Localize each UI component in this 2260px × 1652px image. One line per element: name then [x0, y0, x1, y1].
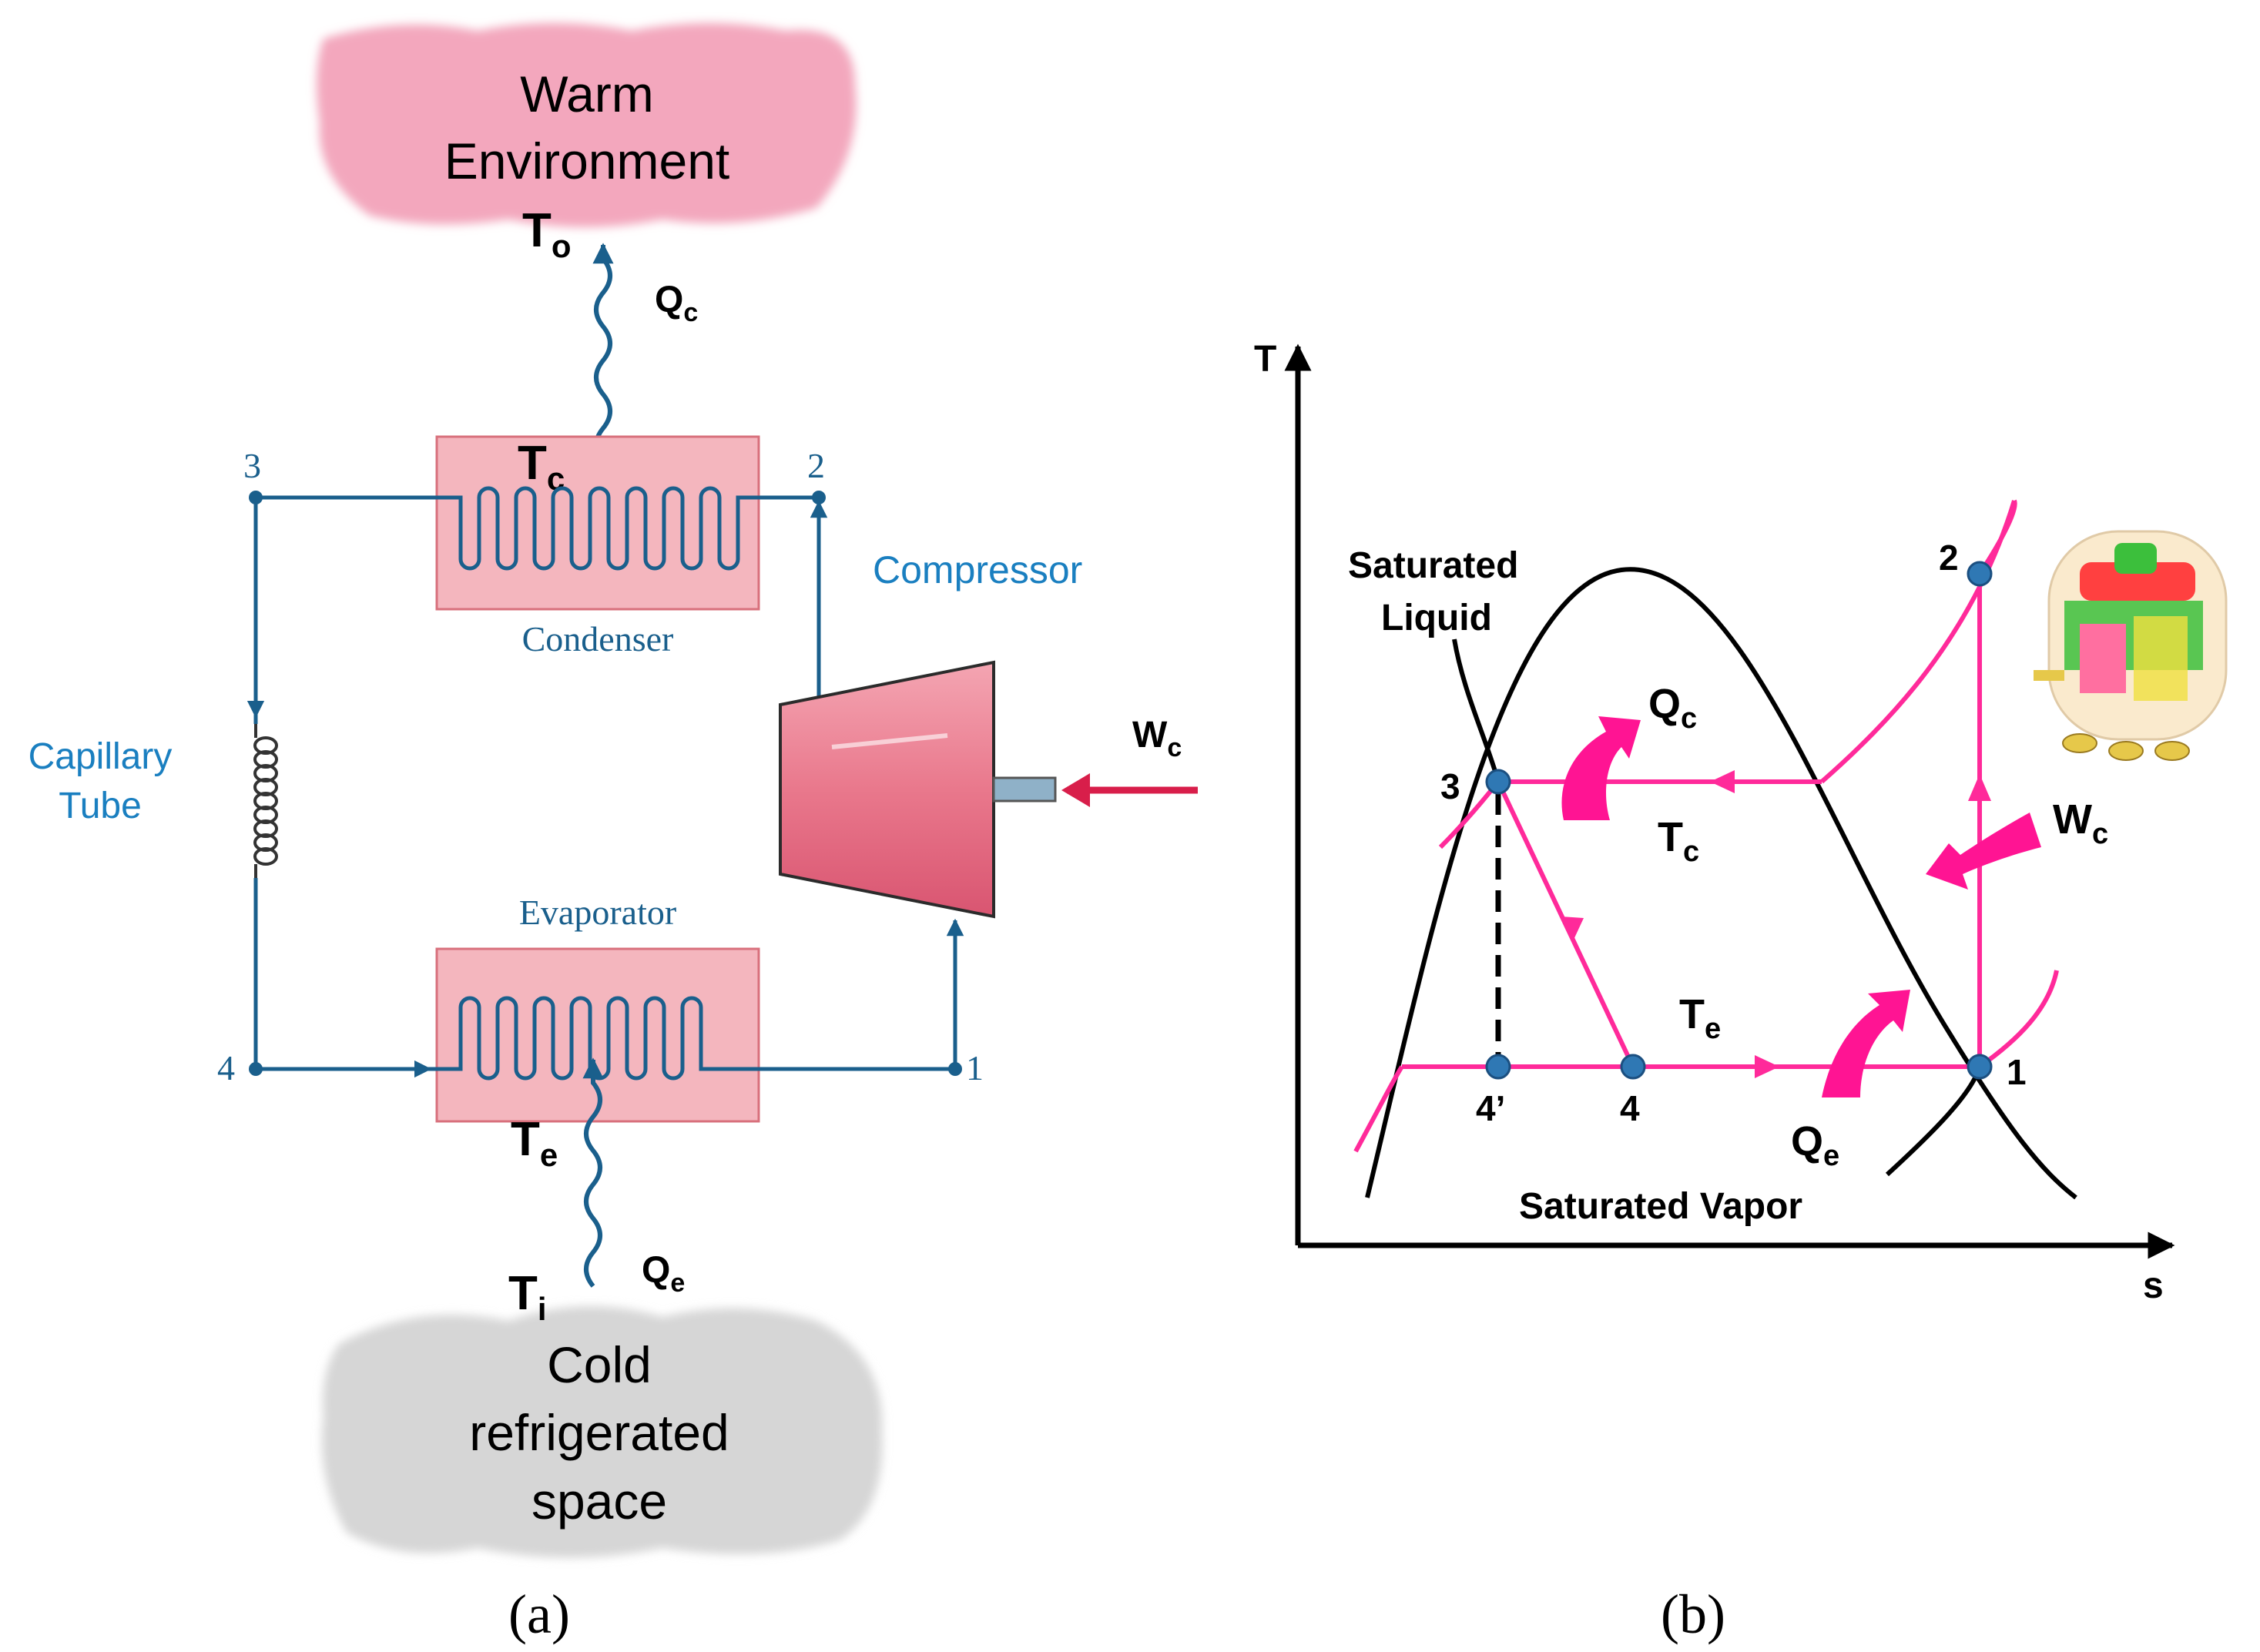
warm-environment-cloud — [317, 23, 857, 227]
node-1-label: 1 — [966, 1048, 984, 1087]
cycle-arrow-down — [1561, 916, 1584, 940]
cold-line-1: Cold — [547, 1336, 652, 1393]
x-axis-label: s — [2143, 1265, 2164, 1306]
caption-b: (b) — [1661, 1583, 1725, 1645]
warm-line-2: Environment — [444, 132, 730, 189]
evaporator-label: Evaporator — [519, 893, 676, 932]
capillary-line-1: Capillary — [29, 736, 173, 777]
wc-fat-arrow — [1926, 813, 2041, 890]
condenser-label: Condenser — [522, 619, 674, 658]
node-2-dot — [812, 491, 826, 504]
heat-in-wave — [582, 1057, 604, 1288]
point-4prime-label: 4’ — [1476, 1088, 1505, 1128]
point-4prime — [1485, 1054, 1511, 1080]
node-3-label: 3 — [243, 446, 261, 485]
point-4 — [1620, 1054, 1646, 1080]
saturated-liquid-line — [1452, 638, 1501, 782]
point-4-label: 4 — [1620, 1088, 1640, 1128]
compressor-highlight — [831, 733, 948, 749]
wc-label-b: Wc — [2053, 796, 2108, 850]
compressor-body — [779, 660, 995, 919]
node-2-label: 2 — [807, 446, 825, 485]
w-c-label: Wc — [1132, 715, 1182, 762]
compressor-shaft — [992, 776, 1057, 803]
q-c-label: Qc — [655, 280, 698, 327]
cold-line-3: space — [531, 1473, 667, 1530]
condenser-box — [435, 435, 760, 611]
capillary-line-2: Tube — [59, 786, 142, 826]
y-axis-label: T — [1254, 339, 1276, 380]
qc-label-b: Qc — [1648, 681, 1697, 735]
qe-label-b: Qe — [1791, 1118, 1839, 1172]
panel-b: T s — [1254, 339, 2228, 1645]
cold-space-cloud — [322, 1306, 883, 1558]
cold-line-2: refrigerated — [469, 1404, 729, 1461]
point-2-label: 2 — [1939, 538, 1959, 578]
compressor-illustration — [2034, 530, 2228, 761]
compressor-label: Compressor — [873, 548, 1082, 591]
node-4-dot — [249, 1062, 263, 1076]
cycle-arrow-left — [1710, 770, 1735, 793]
saturated-vapor-line — [1885, 1066, 1982, 1177]
node-1-dot — [948, 1062, 962, 1076]
point-3 — [1485, 769, 1511, 795]
t-o-label: To — [522, 204, 572, 264]
sat-liquid-line-1: Saturated — [1348, 545, 1518, 586]
sat-liquid-line-2: Liquid — [1381, 598, 1492, 638]
node-3-dot — [249, 491, 263, 504]
tc-label-b: Tc — [1658, 814, 1699, 868]
qe-fat-arrow — [1822, 990, 1910, 1097]
capillary-coil — [253, 724, 278, 878]
caption-a: (a) — [508, 1583, 570, 1645]
heat-out-wave — [592, 243, 614, 464]
qc-fat-arrow — [1561, 716, 1641, 820]
node-4-label: 4 — [217, 1048, 235, 1087]
saturation-dome — [1365, 567, 2077, 1200]
sat-vapor-label: Saturated Vapor — [1519, 1186, 1802, 1227]
point-1-label: 1 — [2007, 1052, 2027, 1092]
t-i-label: Ti — [508, 1267, 547, 1327]
t-e-label: Te — [511, 1113, 558, 1173]
point-3-label: 3 — [1440, 766, 1460, 806]
te-label-b: Te — [1679, 991, 1721, 1045]
panel-a: Warm Environment Cold refrigerated space… — [29, 23, 1198, 1645]
q-e-label: Qe — [642, 1250, 685, 1298]
cycle-arrow-up — [1968, 774, 1991, 801]
cycle-arrow-right — [1755, 1055, 1779, 1078]
work-in-arrow-head — [1061, 773, 1090, 807]
point-1 — [1967, 1054, 1993, 1080]
warm-line-1: Warm — [520, 65, 654, 122]
point-2 — [1967, 561, 1993, 587]
